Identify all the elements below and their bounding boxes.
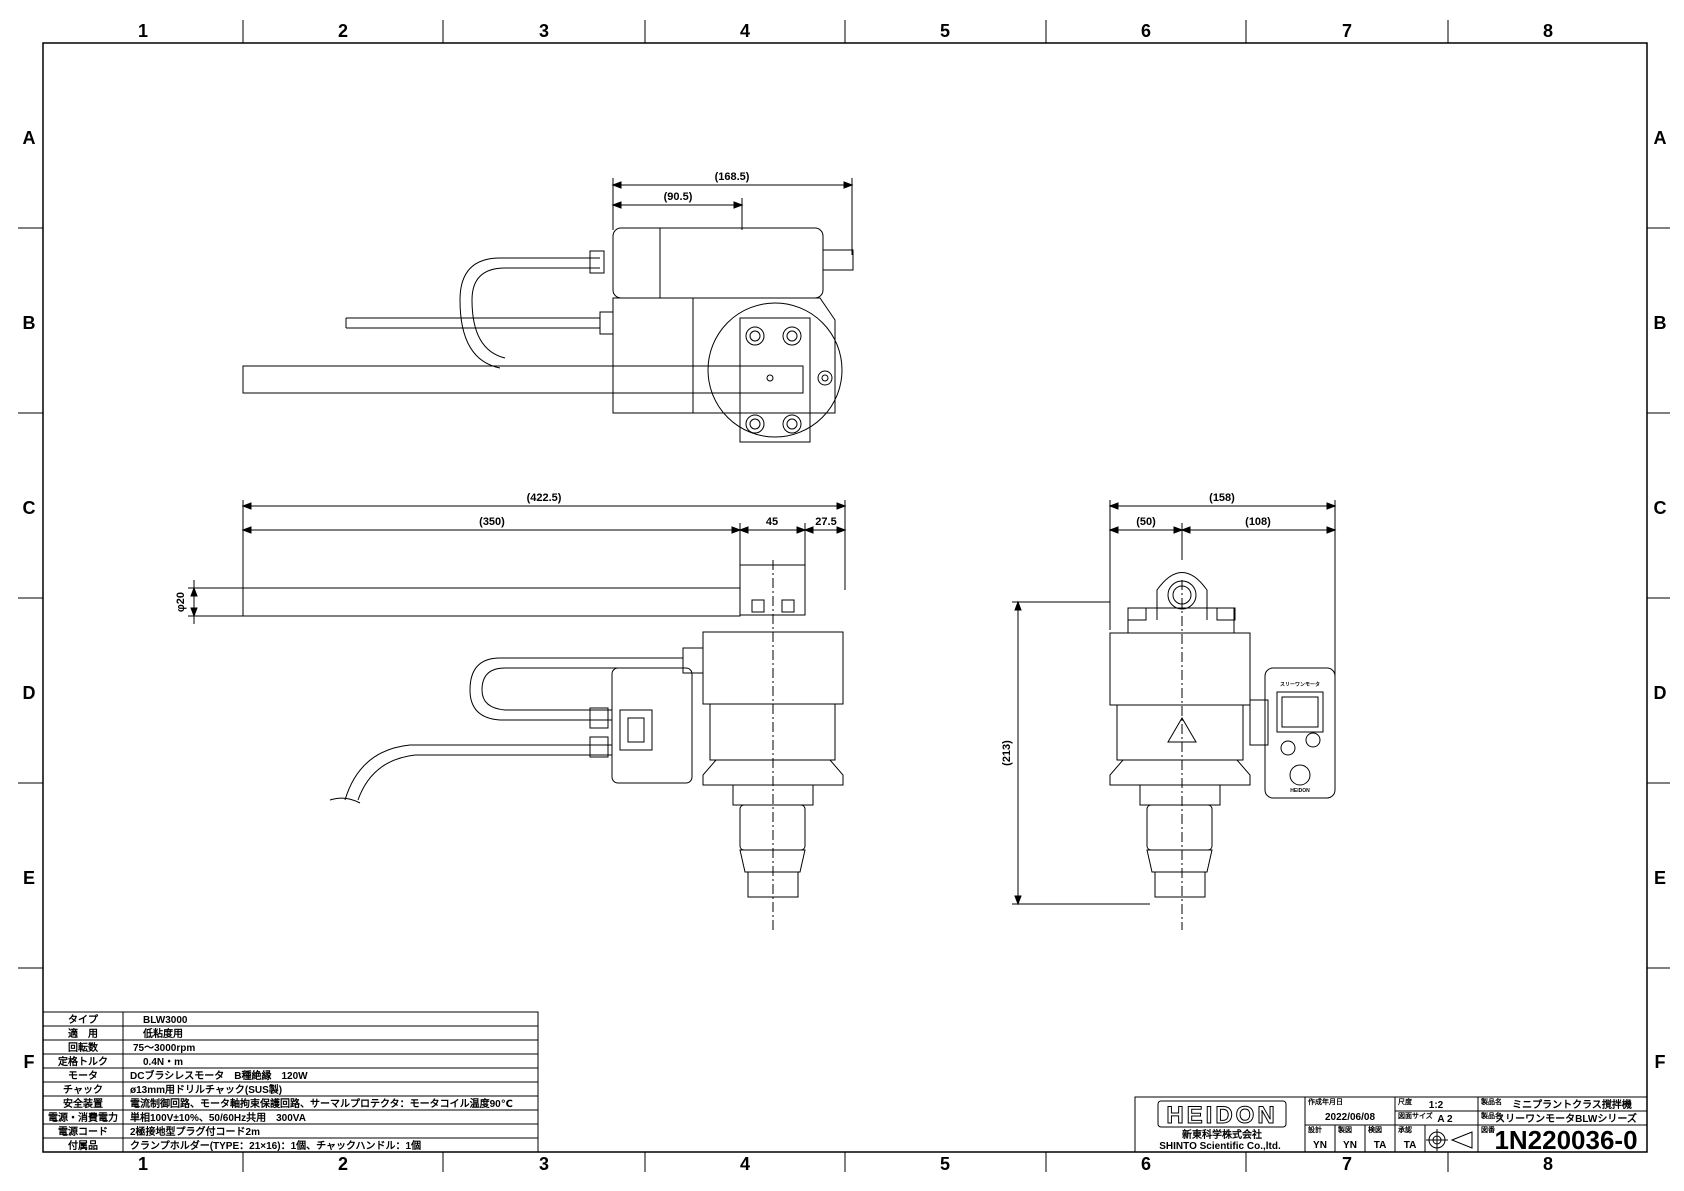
dim-side-overall: (158) xyxy=(1209,492,1235,504)
spec-label-use: 適 用 xyxy=(68,1027,98,1040)
zone-ticks xyxy=(18,20,1670,1172)
name-label: 製品名 xyxy=(1480,1097,1502,1106)
zone-row-a-right: A xyxy=(1654,128,1667,148)
size-label: 図面サイズ xyxy=(1398,1111,1433,1120)
drawn-value: YN xyxy=(1343,1140,1357,1151)
zone-row-a: A xyxy=(23,128,36,148)
zone-row-d-right: D xyxy=(1654,683,1667,703)
date-value: 2022/06/08 xyxy=(1325,1112,1375,1123)
zone-col-2-bottom: 2 xyxy=(338,1154,348,1174)
dim-rod-dia: φ20 xyxy=(175,592,187,612)
drawn-label: 製図 xyxy=(1337,1125,1352,1134)
spec-value-power: 単相100V±10%、50/60Hz共用 300VA xyxy=(130,1111,306,1124)
drawing-number: 1N220036-0 xyxy=(1494,1125,1637,1155)
scale-label: 尺度 xyxy=(1397,1097,1413,1106)
product-series: スリーワンモータBLWシリーズ xyxy=(1495,1112,1637,1125)
zone-col-8-bottom: 8 xyxy=(1543,1154,1553,1174)
approve-label: 承認 xyxy=(1398,1125,1412,1134)
dim-top-partial: (90.5) xyxy=(664,191,693,203)
spec-table xyxy=(42,1011,539,1153)
controller-logo: HEIDON xyxy=(1290,788,1310,794)
spec-label-torque: 定格トルク xyxy=(58,1055,108,1068)
dim-side-left: (50) xyxy=(1136,516,1156,528)
drawing-no-label: 図番 xyxy=(1481,1125,1496,1134)
zone-row-c-right: C xyxy=(1654,498,1667,518)
zone-col-6-bottom: 6 xyxy=(1141,1154,1151,1174)
spec-label-chuck: チャック xyxy=(63,1084,103,1096)
controller-brand: スリーワンモータ xyxy=(1280,681,1320,688)
spec-label-rpm: 回転数 xyxy=(68,1041,99,1054)
spec-value-use: 低粘度用 xyxy=(142,1027,183,1040)
zone-row-c: C xyxy=(23,498,36,518)
series-label: 製品名 xyxy=(1480,1111,1502,1120)
zone-row-f-right: F xyxy=(1655,1052,1666,1072)
zone-col-5: 5 xyxy=(940,21,950,41)
spec-value-chuck: ø13mm用ドリルチャック(SUS製) xyxy=(130,1083,282,1096)
heidon-logo: HEIDON xyxy=(1166,1102,1277,1129)
spec-value-type: BLW3000 xyxy=(143,1015,188,1026)
spec-label-cord: 電源コード xyxy=(58,1125,108,1138)
spec-value-cord: 2極接地型プラグ付コード2m xyxy=(130,1125,260,1138)
drawing-frame xyxy=(42,42,1648,1153)
title-block xyxy=(1134,1096,1648,1153)
spec-value-torque: 0.4N・m xyxy=(143,1057,183,1068)
zone-row-f: F xyxy=(24,1052,35,1072)
dim-front-chuck: 27.5 xyxy=(815,516,836,528)
size-value: A 2 xyxy=(1437,1114,1453,1125)
zone-row-d: D xyxy=(23,683,36,703)
front-view xyxy=(188,500,847,930)
design-label: 設計 xyxy=(1308,1125,1322,1134)
spec-label-power: 電源・消費電力 xyxy=(48,1111,118,1124)
zone-col-8: 8 xyxy=(1543,21,1553,41)
date-label: 作成年月日 xyxy=(1308,1097,1343,1106)
dim-side-height: (213) xyxy=(1001,740,1013,766)
zone-col-1-bottom: 1 xyxy=(138,1154,148,1174)
dim-top-overall: (168.5) xyxy=(715,171,750,183)
dim-front-body: 45 xyxy=(766,516,778,528)
side-view xyxy=(1012,500,1337,930)
spec-value-accessory: クランプホルダー(TYPE：21×16)：1個、チャックハンドル：1個 xyxy=(130,1139,421,1152)
zone-row-e: E xyxy=(23,868,35,888)
zone-col-2: 2 xyxy=(338,21,348,41)
spec-value-safety: 電流制御回路、モータ軸拘束保護回路、サーマルプロテクタ：モータコイル温度90℃ xyxy=(130,1097,513,1110)
spec-label-safety: 安全装置 xyxy=(63,1097,103,1110)
check-value: TA xyxy=(1374,1140,1387,1151)
spec-value-rpm: 75～3000rpm xyxy=(133,1043,195,1054)
dim-front-overall: (422.5) xyxy=(527,492,562,504)
zone-col-4: 4 xyxy=(740,21,750,41)
product-name: ミニプラントクラス撹拌機 xyxy=(1512,1098,1632,1111)
approve-value: TA xyxy=(1404,1140,1417,1151)
dim-front-rod: (350) xyxy=(479,516,505,528)
dim-side-right: (108) xyxy=(1245,516,1271,528)
zone-col-5-bottom: 5 xyxy=(940,1154,950,1174)
spec-label-type: タイプ xyxy=(68,1013,99,1026)
zone-col-1: 1 xyxy=(138,21,148,41)
zone-row-e-right: E xyxy=(1654,868,1666,888)
zone-row-b-right: B xyxy=(1654,313,1667,333)
zone-col-3: 3 xyxy=(539,21,549,41)
zone-row-b: B xyxy=(23,313,36,333)
spec-value-motor: DCブラシレスモータ B種絶縁 120W xyxy=(130,1069,308,1082)
zone-col-6: 6 xyxy=(1141,21,1151,41)
zone-col-3-bottom: 3 xyxy=(539,1154,549,1174)
company-jp: 新東科学株式会社 xyxy=(1182,1128,1262,1141)
company-en: SHINTO Scientific Co.,ltd. xyxy=(1159,1141,1281,1152)
spec-label-accessory: 付属品 xyxy=(68,1139,98,1152)
zone-col-7: 7 xyxy=(1342,21,1352,41)
check-label: 検図 xyxy=(1368,1125,1382,1134)
top-view xyxy=(242,178,854,443)
zone-col-7-bottom: 7 xyxy=(1342,1154,1352,1174)
zone-col-4-bottom: 4 xyxy=(740,1154,750,1174)
scale-value: 1:2 xyxy=(1429,1100,1444,1111)
spec-label-motor: モータ xyxy=(68,1070,98,1082)
design-value: YN xyxy=(1313,1140,1327,1151)
